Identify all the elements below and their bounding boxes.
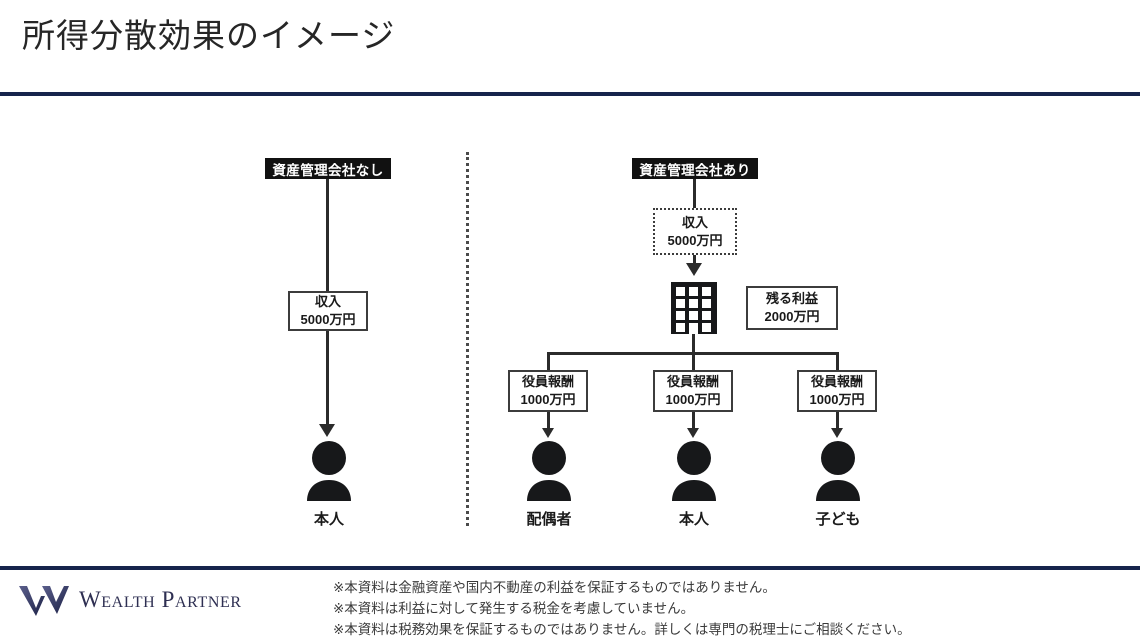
right-arrow-to-company [686, 263, 702, 276]
salary-to-person-line-1 [547, 412, 550, 434]
brand-logo-text: Wealth Partner [79, 587, 242, 612]
person-label-honnin-right: 本人 [678, 511, 709, 528]
brand-logo: Wealth Partner [18, 583, 242, 617]
right-income-box: 収入 5000万円 [653, 208, 737, 255]
person-label-spouse: 配偶者 [526, 511, 572, 528]
diagram-area: 資産管理会社なし 収入 5000万円 本人 資産管理会社あり 収入 5000万円 [0, 96, 1140, 558]
left-trunk-line-top [326, 179, 329, 291]
salary-to-person-line-2 [692, 412, 695, 434]
left-income-box-line2: 5000万円 [300, 312, 356, 327]
page-title: 所得分散効果のイメージ [22, 17, 396, 54]
left-arrow-to-person [319, 424, 335, 437]
branch-drop-right [836, 352, 839, 370]
salary-box-spouse: 役員報酬 1000万円 [508, 370, 588, 412]
salary-box-honnin: 役員報酬 1000万円 [653, 370, 733, 412]
salary-box-child: 役員報酬 1000万円 [797, 370, 877, 412]
company-branch-stem [692, 334, 695, 354]
salary-to-person-line-3 [836, 412, 839, 434]
person-icon [300, 440, 358, 502]
disclaimer-line-1: ※本資料は金融資産や国内不動産の利益を保証するものではありません。 [333, 580, 776, 595]
building-icon [671, 282, 717, 334]
retained-profit-box: 残る利益 2000万円 [746, 286, 838, 330]
disclaimer-line-2: ※本資料は利益に対して発生する税金を考慮していません。 [333, 600, 695, 616]
left-income-box-line1: 収入 [314, 294, 341, 310]
disclaimer-line-3: ※本資料は税務効果を保証するものではありません。詳しくは専門の税理士にご相談くだ… [333, 621, 911, 637]
salary-box-child-line2: 1000万円 [809, 392, 865, 407]
salary-arrow-3 [831, 428, 843, 438]
left-income-box: 収入 5000万円 [288, 291, 368, 331]
person-label-child: 子ども [815, 511, 861, 528]
branch-drop-center [692, 352, 695, 370]
person-icon [520, 440, 578, 502]
salary-arrow-1 [542, 428, 554, 438]
salary-box-honnin-line2: 1000万円 [665, 392, 721, 407]
badge-no-holding-company: 資産管理会社なし [265, 158, 391, 179]
salary-arrow-2 [687, 428, 699, 438]
w-logo-icon [18, 583, 70, 617]
left-trunk-line-bottom [326, 331, 329, 428]
footer-accent-rule [0, 566, 1140, 570]
scenario-divider [466, 152, 469, 526]
person-icon [809, 440, 867, 502]
retained-profit-line2: 2000万円 [764, 309, 820, 324]
badge-with-holding-company: 資産管理会社あり [632, 158, 758, 179]
person-label-honnin-left: 本人 [313, 511, 344, 528]
salary-box-spouse-line1: 役員報酬 [521, 374, 574, 390]
person-icon [665, 440, 723, 502]
right-trunk-line-top [693, 179, 696, 208]
salary-box-spouse-line2: 1000万円 [520, 392, 576, 407]
branch-drop-left [547, 352, 550, 370]
right-income-connector [693, 255, 696, 267]
header-accent-rule [0, 92, 1140, 96]
right-income-box-line2: 5000万円 [667, 232, 723, 248]
salary-box-child-line1: 役員報酬 [810, 374, 863, 390]
retained-profit-line1: 残る利益 [765, 291, 818, 307]
right-income-box-line1: 収入 [681, 214, 708, 230]
salary-box-honnin-line1: 役員報酬 [666, 374, 719, 390]
disclaimer-block: ※本資料は金融資産や国内不動産の利益を保証するものではありません。 ※本資料は利… [333, 578, 911, 641]
